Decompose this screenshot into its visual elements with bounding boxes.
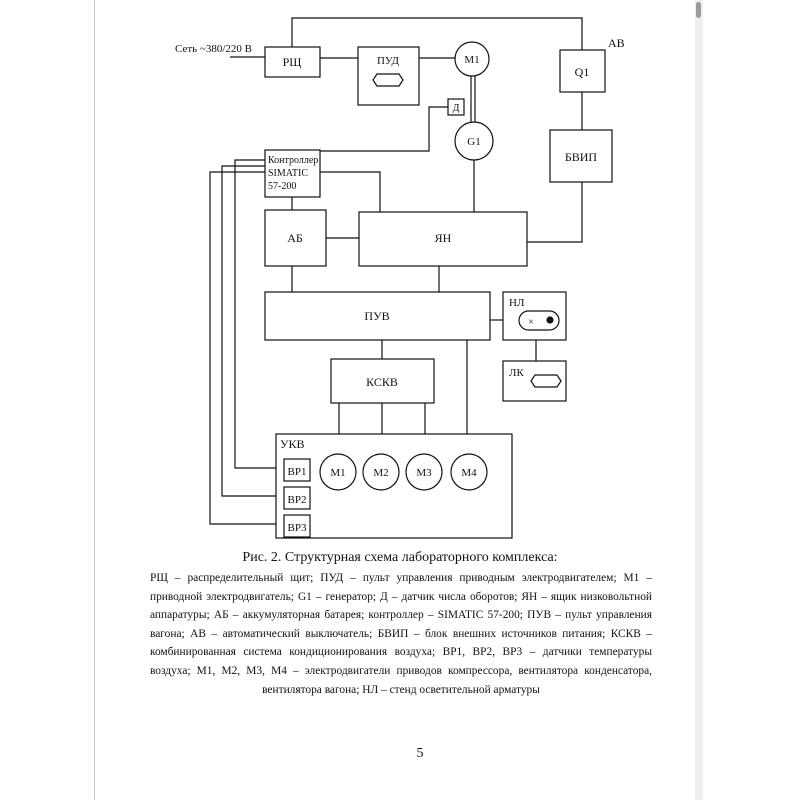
kskv-block: [330, 358, 435, 404]
page-left-edge: [94, 0, 95, 800]
speed-sensor-block: [447, 98, 465, 116]
m4-motor-label: М4: [461, 467, 477, 479]
figure-legend: РЩ – распределительный щит; ПУД – пульт …: [150, 572, 652, 696]
m1-motor-label: М1: [330, 467, 345, 479]
rshch-label: РЩ: [283, 55, 302, 69]
controller-label-line1: Контроллер: [268, 155, 318, 166]
controller-vr2-line: [221, 165, 284, 497]
ab-label: АБ: [287, 231, 303, 245]
m4-motor: [450, 453, 488, 491]
vr1-label: ВР1: [288, 466, 307, 478]
controller-block: [264, 149, 321, 198]
m3-motor-label: М3: [416, 467, 432, 479]
scrollbar-thumb[interactable]: [696, 2, 701, 18]
bvip-block: [549, 129, 613, 183]
bvip-yan-line: [527, 182, 583, 243]
q1-block: [559, 49, 606, 93]
g1-generator: [454, 121, 494, 161]
puv-block: [264, 291, 491, 341]
g1-label: G1: [467, 136, 480, 148]
nl-switch-knob-icon: [546, 316, 554, 324]
rshch-av-line: [291, 17, 583, 50]
pud-label: ПУД: [377, 55, 400, 67]
vr2-block: [283, 486, 311, 510]
controller-vr1-line: [234, 159, 284, 469]
q1-label: Q1: [575, 65, 590, 79]
nl-switch-icon: [518, 310, 560, 331]
m1-drive-motor: [454, 41, 490, 77]
controller-yan-line: [320, 171, 381, 212]
vr3-label: ВР3: [288, 522, 307, 534]
net-label: Сеть ~380/220 В: [175, 43, 252, 55]
yan-label: ЯН: [435, 231, 452, 245]
controller-label-line2: SIMATIC: [268, 168, 308, 179]
ukv-label: УКВ: [280, 437, 305, 451]
vr2-label: ВР2: [288, 494, 307, 506]
vr1-block: [283, 458, 311, 482]
m1-motor: [319, 453, 357, 491]
kskv-label: КСКВ: [366, 375, 398, 389]
figure-caption: Рис. 2. Структурная схема лабораторного …: [242, 550, 558, 565]
sensor-controller-line: [320, 106, 448, 152]
ab-block: [264, 209, 327, 267]
lk-label: ЛК: [509, 367, 524, 379]
scrollbar-track[interactable]: [695, 0, 703, 800]
bvip-label: БВИП: [565, 150, 598, 164]
m2-motor: [362, 453, 400, 491]
nl-switch-cross-icon: ×: [528, 317, 534, 328]
page-number: 5: [416, 746, 424, 761]
av-label: АВ: [608, 36, 625, 50]
vr3-block: [283, 514, 311, 538]
m1-drive-label: М1: [464, 54, 479, 66]
connection-lines: [209, 17, 583, 525]
m2-motor-label: М2: [373, 467, 388, 479]
m3-motor: [405, 453, 443, 491]
speed-sensor-label: Д: [453, 103, 460, 114]
puv-label: ПУВ: [364, 309, 389, 323]
controller-label-line3: 57-200: [268, 181, 296, 192]
yan-block: [358, 211, 528, 267]
lk-indicator-icon: [530, 374, 562, 388]
pud-indicator-icon: [372, 73, 404, 87]
rshch-block: [264, 46, 321, 78]
nl-label: НЛ: [509, 297, 525, 309]
structural-diagram: Сеть ~380/220 В РЩ ПУД М1 Д G1 АВ Q1 БВИ…: [175, 17, 625, 539]
controller-vr3-line: [209, 171, 284, 525]
